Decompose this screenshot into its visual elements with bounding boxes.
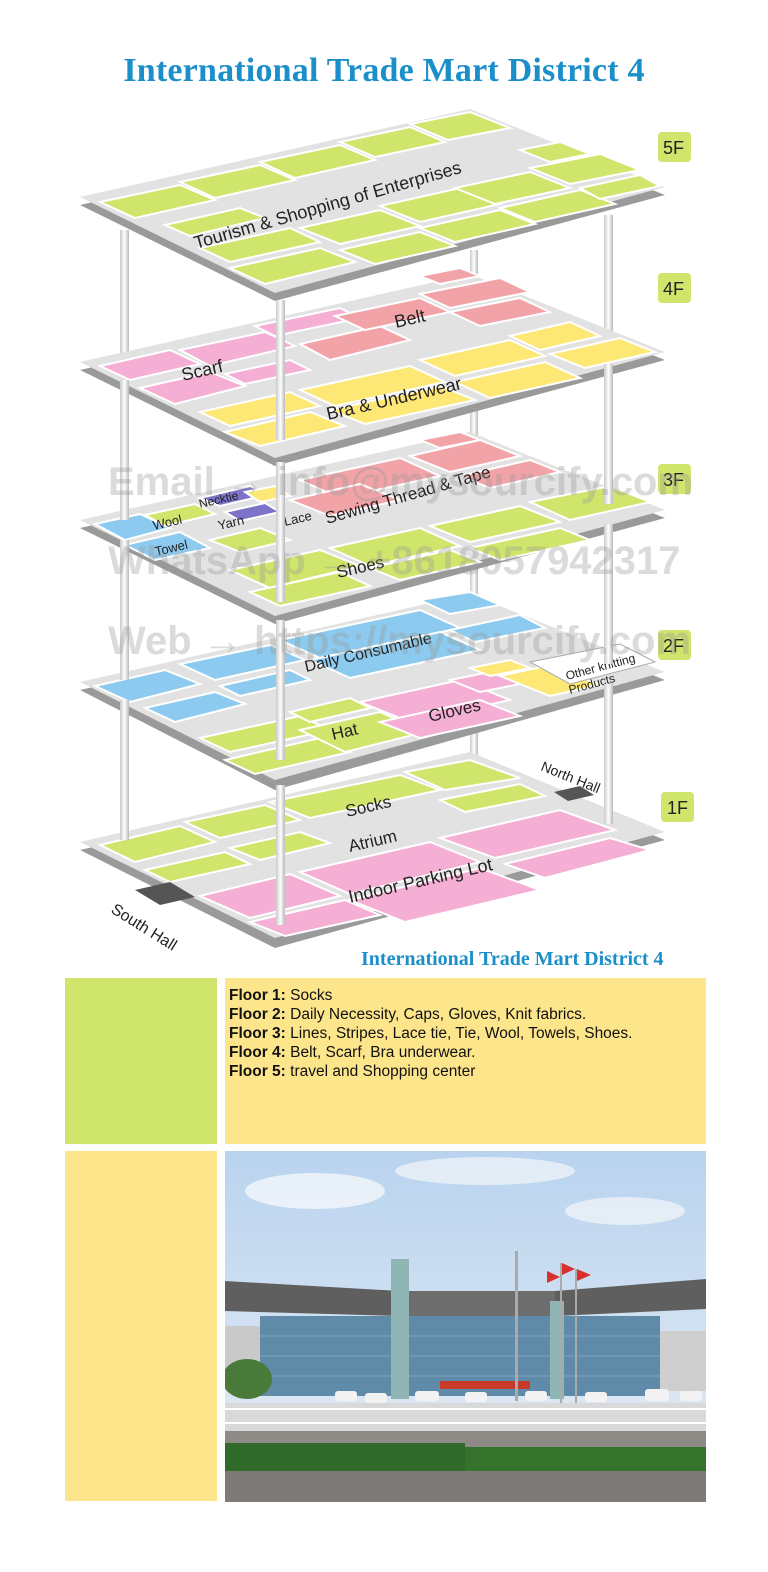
legend-floor: Floor 2: — [229, 1006, 286, 1023]
legend-floor: Floor 3: — [229, 1025, 286, 1042]
badge-4f — [658, 273, 691, 303]
label-wool: Wool — [151, 512, 183, 533]
floor-4: Belt Scarf Bra & Underwear — [80, 266, 665, 466]
watermark-email: Email → info@mysourcify.com — [108, 460, 693, 504]
front-pillars — [120, 300, 613, 925]
floor-5: Tourism & Shopping of Enterprises — [80, 109, 665, 301]
floor-legend: Floor 1: Socks Floor 2: Daily Necessity,… — [229, 986, 632, 1081]
legend-text: Belt, Scarf, Bra underwear. — [290, 1044, 476, 1061]
floor-1: North Hall Socks Atrium Indoor Parking L… — [80, 752, 665, 955]
green-block — [65, 978, 217, 1144]
legend-row: Floor 2: Daily Necessity, Caps, Gloves, … — [229, 1005, 632, 1024]
badge-3f — [658, 464, 691, 494]
floor-badges: 5F 4F 3F 2F 1F — [658, 132, 694, 822]
legend-floor: Floor 5: — [229, 1063, 286, 1080]
legend-text: Lines, Stripes, Lace tie, Tie, Wool, Tow… — [290, 1025, 633, 1042]
label-south-hall: South Hall — [108, 901, 180, 955]
legend-panel — [225, 978, 706, 1144]
badge-2f-label: 2F — [663, 636, 684, 656]
label-towel: Towel — [153, 537, 189, 559]
floor-2: Daily Consumable Other knitting Products… — [80, 590, 665, 790]
badge-4f-label: 4F — [663, 279, 684, 299]
subtitle: International Trade Mart District 4 — [361, 948, 664, 970]
floor-plan-diagram: North Hall Socks Atrium Indoor Parking L… — [80, 109, 694, 955]
legend-row: Floor 3: Lines, Stripes, Lace tie, Tie, … — [229, 1024, 632, 1043]
page-title: International Trade Mart District 4 — [123, 52, 645, 89]
legend-row: Floor 5: travel and Shopping center — [229, 1062, 632, 1081]
badge-1f — [661, 792, 694, 822]
legend-floor: Floor 4: — [229, 1044, 286, 1061]
watermark-web: Web → https://mysourcify.com — [108, 619, 691, 663]
badge-3f-label: 3F — [663, 470, 684, 490]
badge-1f-label: 1F — [667, 798, 688, 818]
badge-2f — [658, 630, 691, 660]
label-lace: Lace — [282, 508, 313, 529]
building-photo — [225, 1151, 706, 1502]
legend-row: Floor 1: Socks — [229, 986, 632, 1005]
badge-5f — [658, 132, 691, 162]
watermark-whatsapp: WhatsApp → +8618057942317 — [108, 539, 681, 583]
floor-3: Necktie Wool Yarn Lace Sewing Thread & T… — [80, 430, 665, 624]
watermarks: Email → info@mysourcify.com WhatsApp → +… — [108, 460, 693, 663]
label-yarn: Yarn — [216, 512, 245, 533]
yellow-block — [65, 1151, 217, 1501]
legend-text: Socks — [290, 987, 333, 1004]
legend-text: Daily Necessity, Caps, Gloves, Knit fabr… — [290, 1006, 587, 1023]
legend-text: travel and Shopping center — [290, 1063, 476, 1080]
badge-5f-label: 5F — [663, 138, 684, 158]
legend-row: Floor 4: Belt, Scarf, Bra underwear. — [229, 1043, 632, 1062]
legend-floor: Floor 1: — [229, 987, 286, 1004]
building-photo-illustration — [225, 1151, 706, 1502]
